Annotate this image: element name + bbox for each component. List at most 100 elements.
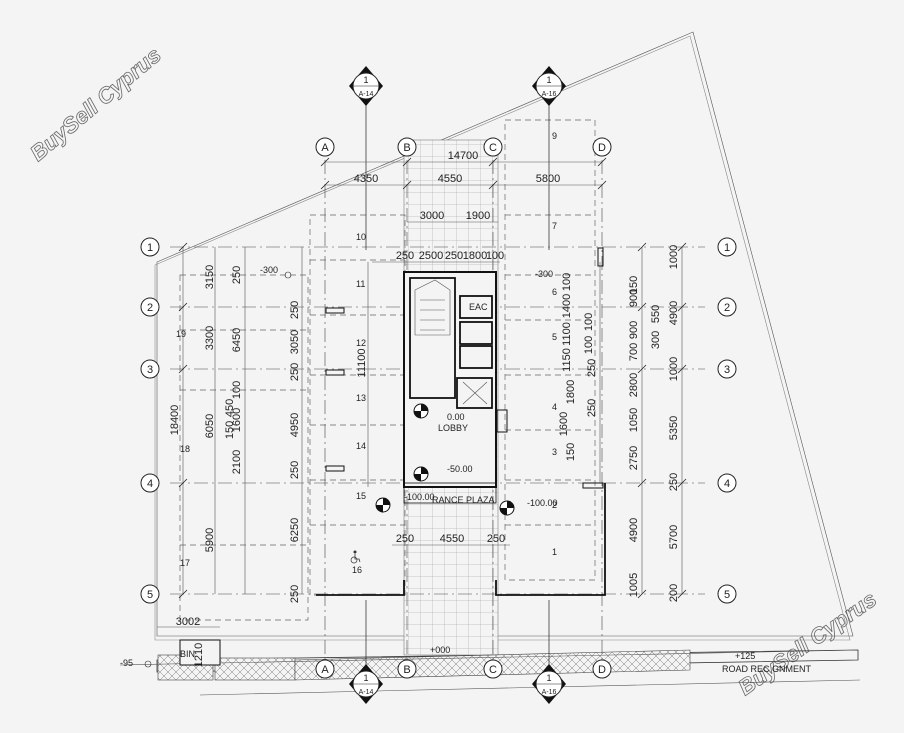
grid-bubble-c-bottom: C xyxy=(489,664,497,676)
room-entrance-plaza: RANCE PLAZA xyxy=(432,495,495,505)
grid-bubble-5-right: 5 xyxy=(724,589,730,601)
dim-right-b8: 1050 xyxy=(628,408,640,432)
parking-number: 11 xyxy=(356,279,365,289)
grid-bubble-1-left: 1 xyxy=(147,242,153,254)
section-marker-bottom-right: 1 A-16 xyxy=(532,664,566,704)
grid-bubble-4-left: 4 xyxy=(147,478,153,490)
section-marker-bottom-left: 1 A-14 xyxy=(349,664,383,704)
section-markers: 1 A-14 1 A-16 1 A-14 1 A-16 xyxy=(349,66,566,704)
dim-left-q: 250 xyxy=(289,461,301,479)
dim-bottom-1: 250 xyxy=(396,533,414,545)
parking-number: 14 xyxy=(356,441,366,451)
grid-bubble-d-top: D xyxy=(598,142,606,154)
watermark-bottom-right: BuySell Cyprus xyxy=(734,586,882,700)
parking-number: 16 xyxy=(352,565,362,575)
room-bin: BIN xyxy=(180,649,195,659)
grid-bubble-3-right: 3 xyxy=(724,364,730,376)
dim-bottom-left: 3002 xyxy=(176,616,200,628)
dim-right-c1: 100 xyxy=(561,273,573,291)
grid-bubble-3-left: 3 xyxy=(147,364,153,376)
dim-right-b6: 300 xyxy=(650,331,662,349)
dim-cd: 5800 xyxy=(536,173,560,185)
section-sheet: A-14 xyxy=(359,91,374,98)
dim-s4: 1800 xyxy=(463,250,487,262)
parking-number: 6 xyxy=(552,287,557,297)
parking-number: 3 xyxy=(552,447,557,457)
dim-right-c4: 1150 xyxy=(561,348,573,372)
dim-right-c10: 1600 xyxy=(558,412,570,436)
dim-s2: 2500 xyxy=(419,250,443,262)
level-minus100-right: -100.00 xyxy=(527,498,558,508)
dim-s1: 250 xyxy=(396,250,414,262)
grid-bubble-a-top: A xyxy=(321,142,329,154)
dim-right-a7: 200 xyxy=(668,584,680,602)
dim-overall-height: 18400 xyxy=(169,405,181,436)
parking-number: 4 xyxy=(552,402,557,412)
section-sheet: A-14 xyxy=(359,689,374,696)
parking-number: 1 xyxy=(552,547,557,557)
dim-right-b1: 150 xyxy=(628,276,640,294)
spot-level-symbols xyxy=(375,403,515,516)
level-minus300-left: -300 xyxy=(260,265,278,275)
wheelchair-icon xyxy=(350,550,361,564)
level-plus125: +125 xyxy=(735,651,755,661)
parking-number: 7 xyxy=(552,221,557,231)
room-eac: EAC xyxy=(469,302,488,312)
section-marker-top-right: 1 A-16 xyxy=(532,66,566,106)
row-bubbles: 1 2 3 4 5 1 2 3 4 5 xyxy=(140,237,737,604)
dim-right-a3: 1000 xyxy=(668,357,680,381)
dim-s3: 250 xyxy=(445,250,463,262)
dim-right-c6: 100 xyxy=(583,336,595,354)
dim-core-1: 3000 xyxy=(420,210,444,222)
dim-right-b5: 700 xyxy=(628,343,640,361)
dim-right-b11: 1005 xyxy=(628,573,640,597)
parking-number: 9 xyxy=(552,131,557,141)
grid-bubble-b-top: B xyxy=(403,142,410,154)
parking-number: 5 xyxy=(552,332,557,342)
perimeter-walls xyxy=(179,247,606,666)
dim-left-d: 5900 xyxy=(204,528,216,552)
dim-right-c2: 1400 xyxy=(561,294,573,318)
dim-right-a4: 5350 xyxy=(668,416,680,440)
dim-right-b9: 2750 xyxy=(628,446,640,470)
grid-bubble-a-bottom: A xyxy=(321,664,329,676)
parking-number: 15 xyxy=(356,491,366,501)
section-number: 1 xyxy=(363,75,368,85)
section-number: 1 xyxy=(546,75,551,85)
dim-overall-width: 14700 xyxy=(448,150,479,162)
dim-right-b4: 900 xyxy=(628,321,640,339)
road-label: ROAD REC GNMENT xyxy=(722,664,812,674)
dim-left-k: 2100 xyxy=(231,450,243,474)
level-minus100-left: -100.00 xyxy=(404,492,435,502)
section-sheet: A-16 xyxy=(542,689,557,696)
parking-number: 12 xyxy=(356,338,366,348)
section-number: 1 xyxy=(546,673,551,683)
dim-ab: 4350 xyxy=(354,173,378,185)
parking-number: 10 xyxy=(356,232,366,242)
grid-bubble-d-bottom: D xyxy=(598,664,606,676)
site-boundary xyxy=(154,31,854,641)
grid-bubble-4-right: 4 xyxy=(724,478,730,490)
dim-left-s: 250 xyxy=(289,585,301,603)
dim-s5: 100 xyxy=(486,250,504,262)
dim-right-c7: 250 xyxy=(586,359,598,377)
parking-number: 17 xyxy=(180,558,190,568)
dim-left-i: 150 xyxy=(224,421,236,439)
dim-left-m: 250 xyxy=(289,301,301,319)
dim-bin-height: 1210 xyxy=(193,643,205,667)
parking-numbers: 1 2 3 4 5 6 7 9 10 11 12 13 14 15 16 17 … xyxy=(176,131,557,575)
section-sheet: A-16 xyxy=(542,91,557,98)
dim-right-a2: 4900 xyxy=(668,301,680,325)
dim-right-a6: 5700 xyxy=(668,525,680,549)
level-markers: -300 -300 -50.00 -100.00 -100.00 +000 +1… xyxy=(120,265,755,668)
grid-bubble-1-right: 1 xyxy=(724,242,730,254)
watermark-top-left: BuySell Cyprus xyxy=(25,42,166,166)
parking-number: 13 xyxy=(356,393,366,403)
dim-left-a: 3150 xyxy=(204,265,216,289)
parking-number: 18 xyxy=(180,444,190,454)
level-zero: +000 xyxy=(430,645,450,655)
dim-left-c: 6050 xyxy=(204,414,216,438)
dim-left-r: 6250 xyxy=(289,518,301,542)
dim-right-b7: 2800 xyxy=(628,373,640,397)
